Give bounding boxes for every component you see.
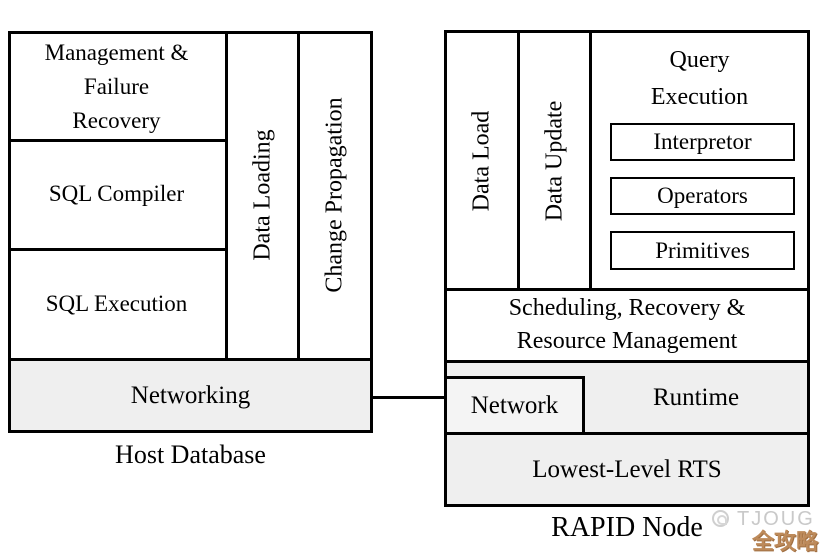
divider-line: [8, 139, 228, 142]
divider-line: [8, 248, 228, 251]
divider-line: [225, 31, 228, 361]
sql-execution-box: SQL Execution: [45, 290, 188, 316]
runtime-label: Runtime: [652, 383, 740, 411]
rapid-node-caption: RAPID Node: [551, 512, 703, 543]
divider-line: [444, 288, 810, 291]
management-line-1: Management &: [44, 39, 189, 65]
watermark-brand-text: TJOUG: [737, 508, 815, 530]
query-execution-title: Query Execution: [650, 47, 749, 110]
scheduling-recovery-resource-box: Scheduling, Recovery & Resource Manageme…: [508, 295, 746, 354]
networking-bar: Networking: [8, 358, 373, 433]
networking-network-connector-line: [373, 396, 444, 399]
management-failure-recovery-box: Management & Failure Recovery: [11, 36, 222, 137]
network-box: Network: [444, 376, 585, 435]
management-line-3: Recovery: [72, 107, 161, 133]
divider-line: [589, 30, 592, 291]
watermark-badge-text: 全攻略: [752, 530, 819, 555]
host-database-caption: Host Database: [115, 440, 266, 469]
primitives-box: Primitives: [610, 231, 795, 270]
operators-box: Operators: [610, 177, 795, 215]
lowest-level-rts-bar: Lowest-Level RTS: [444, 432, 810, 507]
data-update-column: Data Update: [541, 100, 567, 221]
watermark-logo-icon: [712, 510, 729, 527]
divider-line: [517, 30, 520, 291]
change-propagation-column: Change Propagation: [321, 97, 348, 293]
data-load-column: Data Load: [468, 110, 495, 211]
data-loading-column: Data Loading: [249, 129, 275, 261]
interpretor-box: Interpretor: [610, 123, 795, 161]
management-line-2: Failure: [83, 73, 150, 99]
divider-line: [297, 31, 300, 361]
sql-compiler-box: SQL Compiler: [48, 181, 185, 206]
